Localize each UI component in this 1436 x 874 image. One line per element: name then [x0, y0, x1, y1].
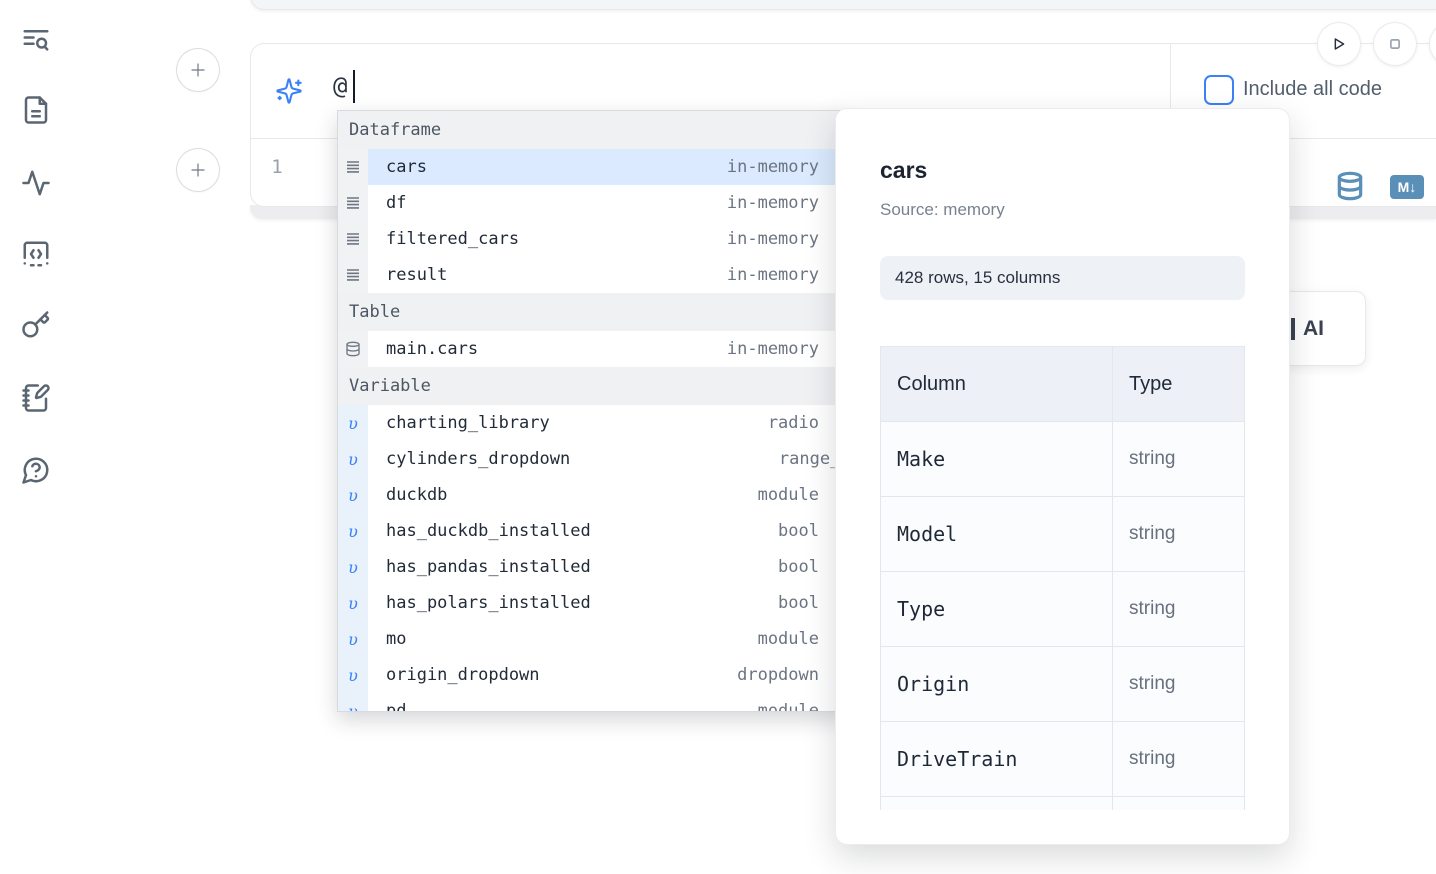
variable-icon: υ: [338, 585, 368, 621]
markdown-button[interactable]: M↓: [1390, 175, 1424, 199]
code-cell-icon: [21, 239, 51, 269]
table-row: Type string: [881, 571, 1244, 646]
variable-icon: υ: [338, 621, 368, 657]
section-header-table: Table: [338, 293, 847, 331]
include-all-code-checkbox[interactable]: [1204, 75, 1234, 105]
table-header-row: Column Type: [881, 347, 1244, 421]
sidebar-item-dependencies[interactable]: [21, 168, 51, 198]
dataframe-preview-popover: cars Source: memory 428 rows, 15 columns…: [835, 108, 1290, 845]
dataframe-icon: [338, 149, 368, 185]
preview-title: cars: [880, 157, 928, 183]
dataframe-icon: [338, 257, 368, 293]
sidebar-item-snippets[interactable]: [21, 239, 51, 269]
variable-icon: υ: [338, 657, 368, 693]
sidebar: [0, 0, 72, 874]
variable-icon: υ: [338, 441, 368, 477]
table-row: Origin string: [881, 646, 1244, 721]
preview-source: Source: memory: [880, 200, 1005, 219]
stop-icon: [1390, 39, 1400, 49]
schema-table: Column Type Make string Model string Typ…: [880, 346, 1245, 810]
shape-badge: 428 rows, 15 columns: [880, 256, 1245, 300]
notebook-pen-icon: [21, 383, 51, 413]
variable-icon: υ: [338, 405, 368, 441]
table-row-partial: [881, 796, 1244, 810]
sidebar-item-secrets[interactable]: [21, 310, 51, 340]
datasource-button[interactable]: [1334, 170, 1366, 202]
plus-icon: [191, 63, 205, 77]
sidebar-item-table-of-contents[interactable]: [21, 25, 51, 55]
clipped-glyph: [1291, 317, 1295, 340]
variable-icon: υ: [338, 513, 368, 549]
key-icon: [21, 310, 51, 340]
variable-icon: υ: [338, 549, 368, 585]
line-number: 1: [271, 156, 283, 178]
type-header: Type: [1129, 372, 1173, 395]
dataframe-icon: [338, 221, 368, 257]
database-icon: [338, 331, 368, 367]
text-cursor: [353, 70, 355, 103]
ai-prompt-input[interactable]: @: [333, 72, 348, 100]
dataframe-icon: [338, 185, 368, 221]
add-cell-button-top[interactable]: [177, 49, 219, 91]
sidebar-item-scratchpad[interactable]: [21, 383, 51, 413]
plus-icon: [191, 163, 205, 177]
ai-sparkles-icon: [275, 77, 303, 105]
table-row: Make string: [881, 421, 1244, 496]
run-cell-button[interactable]: [1318, 23, 1360, 65]
table-row: Model string: [881, 496, 1244, 571]
activity-icon: [21, 168, 51, 198]
variable-icon: υ: [338, 693, 368, 711]
variable-icon: υ: [338, 477, 368, 513]
include-all-code-label[interactable]: Include all code: [1243, 78, 1382, 100]
text-search-icon: [21, 25, 51, 55]
column-header: Column: [881, 347, 1113, 421]
markdown-icon: M↓: [1397, 179, 1417, 195]
ai-button-label: AI: [1303, 316, 1324, 340]
play-icon: [1334, 38, 1345, 50]
section-header-dataframe: Dataframe: [338, 111, 847, 149]
section-header-variable: Variable: [338, 367, 847, 405]
previous-cell-edge: [250, 0, 1436, 10]
table-row: DriveTrain string: [881, 721, 1244, 796]
database-icon: [1337, 171, 1363, 201]
divider: [1170, 44, 1171, 138]
stop-button[interactable]: [1374, 23, 1416, 65]
schema-table-clip: Column Type Make string Model string Typ…: [880, 346, 1245, 810]
sidebar-item-help[interactable]: [21, 455, 51, 485]
more-actions-button[interactable]: [1430, 23, 1436, 65]
sidebar-item-files[interactable]: [21, 95, 51, 125]
file-text-icon: [21, 95, 51, 125]
add-cell-button-bottom[interactable]: [177, 149, 219, 191]
chat-question-icon: [21, 455, 51, 485]
